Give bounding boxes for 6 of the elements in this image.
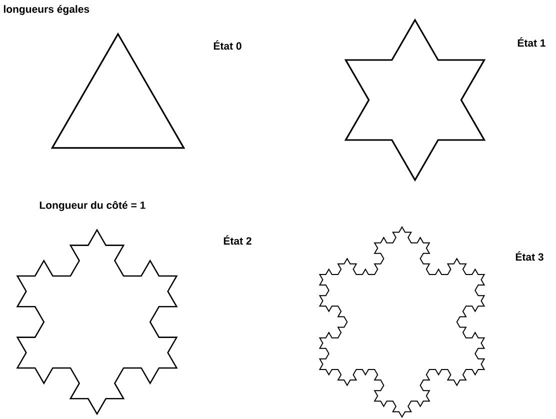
text-label: État 1 — [518, 37, 546, 47]
text-label: État 2 — [224, 235, 252, 245]
text-label: État 3 — [516, 251, 544, 261]
text-label: Longueur du côté = 1 — [40, 200, 146, 212]
text-label: État 0 — [214, 40, 242, 50]
text-label: longueurs égales — [4, 5, 90, 15]
